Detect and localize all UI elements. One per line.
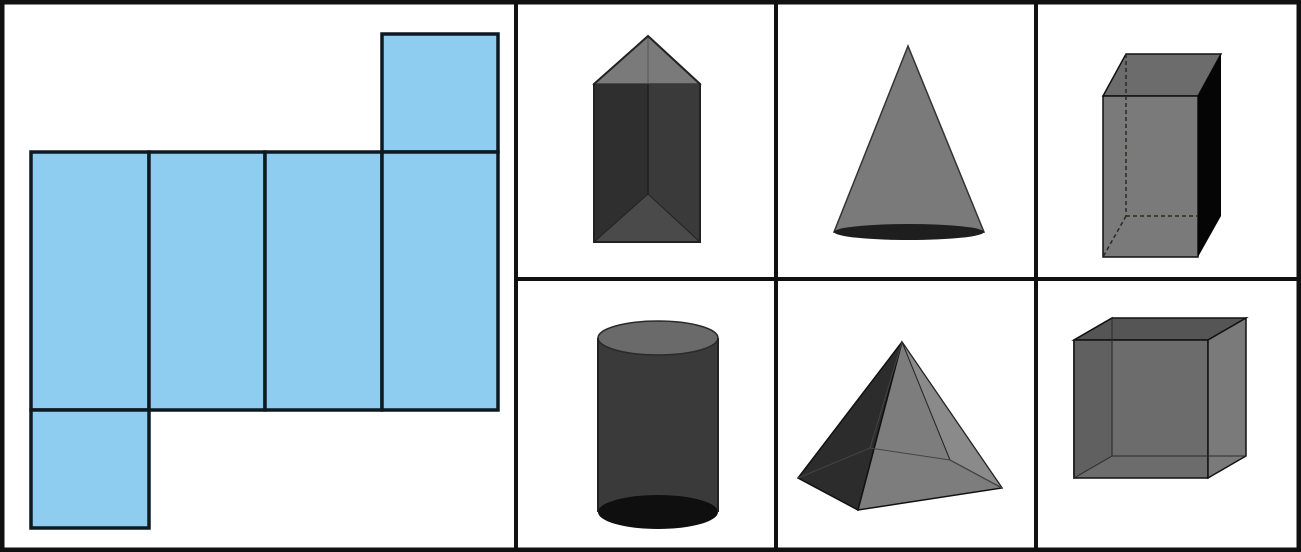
net-face-side-1 <box>31 152 149 410</box>
rectangular-prism <box>1103 54 1221 257</box>
net-face-top-flap <box>382 34 498 152</box>
rect-prism-front <box>1103 96 1198 257</box>
net-face-side-2 <box>149 152 265 410</box>
cylinder-top <box>598 321 718 355</box>
net-face-side-4 <box>382 152 498 410</box>
cube <box>1074 318 1246 478</box>
net-face-bottom-flap <box>31 410 149 528</box>
cylinder-bottom <box>598 495 718 529</box>
cylinder <box>598 321 718 529</box>
cube-right-face <box>1208 318 1246 478</box>
cylinder-body <box>598 338 718 512</box>
cone-base <box>834 224 984 240</box>
cube-front-face <box>1074 340 1208 478</box>
net-face-side-3 <box>265 152 382 410</box>
